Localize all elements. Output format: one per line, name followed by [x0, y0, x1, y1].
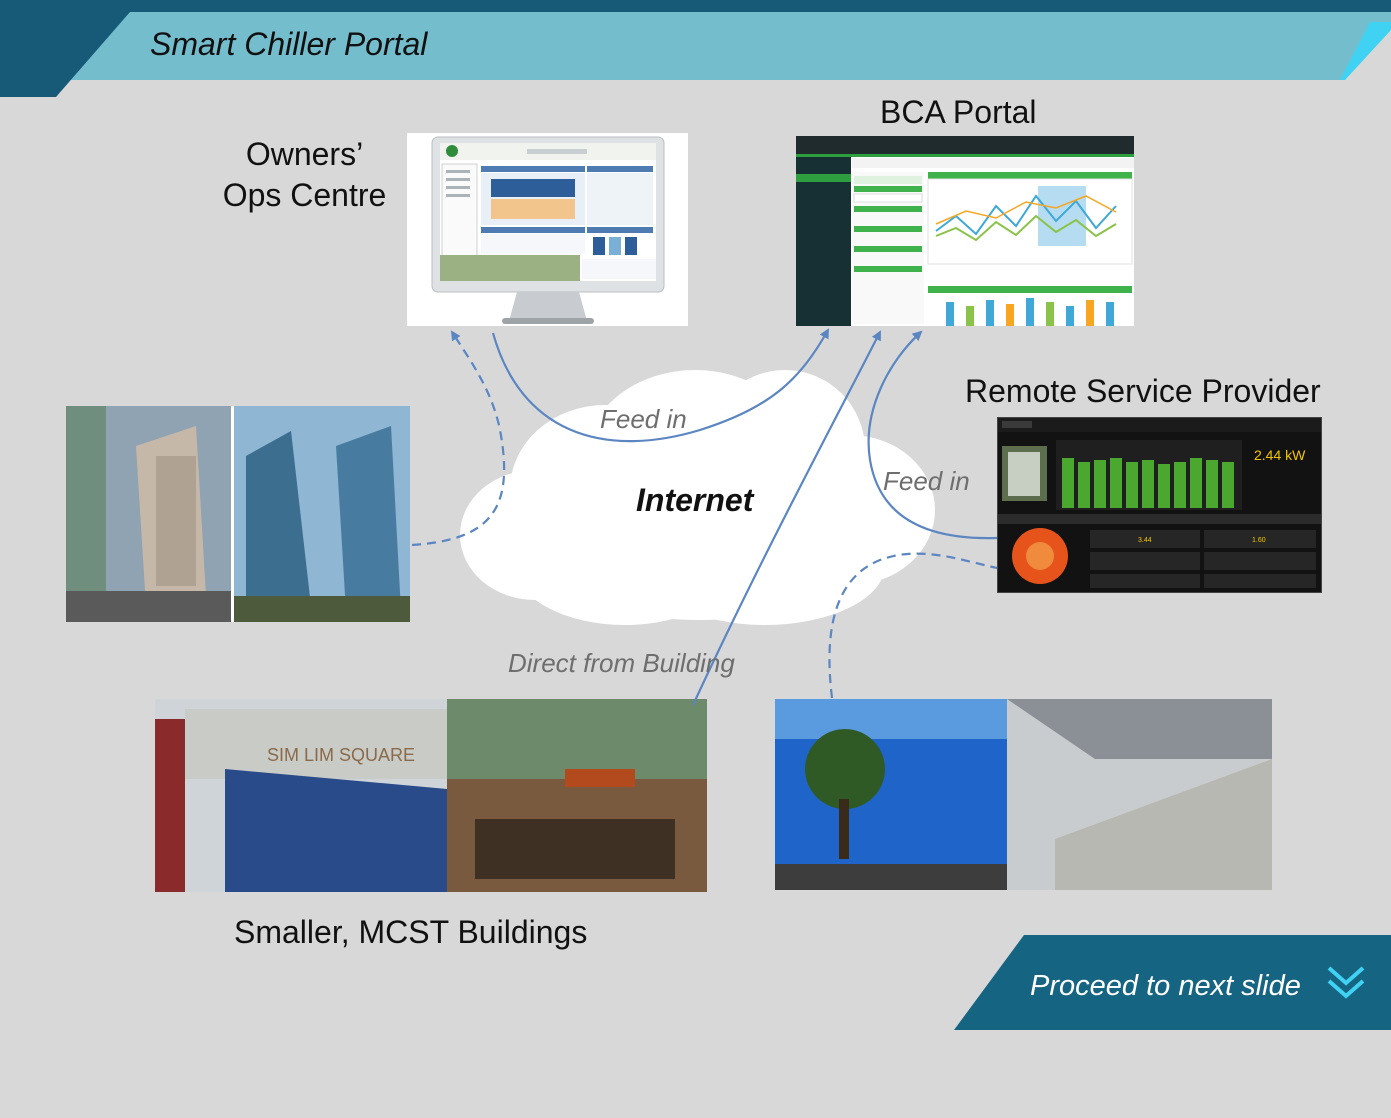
feed-in-label-owners: Feed in — [600, 404, 687, 434]
smaller-mcst-buildings-label: Smaller, MCST Buildings — [234, 914, 588, 950]
glass-facade-icon — [775, 699, 1272, 890]
svg-text:SIM LIM SQUARE: SIM LIM SQUARE — [267, 745, 415, 765]
remote-service-provider-label: Remote Service Provider — [965, 373, 1321, 409]
direct-from-building-label: Direct from Building — [508, 648, 735, 678]
monitor-dashboard-icon — [431, 136, 665, 324]
proceed-next-slide-label[interactable]: Proceed to next slide — [1030, 970, 1301, 1002]
proceed-next-slide-button[interactable] — [954, 935, 1391, 1030]
office-towers-photo — [66, 406, 410, 622]
sim-lim-square-photo: SIM LIM SQUARE — [155, 699, 707, 892]
sim-lim-square-icon: SIM LIM SQUARE — [155, 699, 707, 892]
svg-text:1.60: 1.60 — [1252, 537, 1266, 544]
bca-dashboard-icon — [796, 136, 1134, 326]
next-button-background — [954, 935, 1391, 1030]
energy-dashboard-icon: 2.44 kW 3.44 1.60 — [998, 418, 1321, 588]
ops-centre-monitor-image — [407, 133, 688, 326]
internet-label: Internet — [636, 482, 754, 518]
bca-portal-screenshot — [796, 136, 1134, 326]
remote-provider-dashboard: 2.44 kW 3.44 1.60 — [997, 417, 1322, 593]
double-chevron-down-icon — [1327, 966, 1365, 999]
feed-in-label-remote: Feed in — [883, 466, 970, 496]
header-band — [0, 0, 1391, 97]
owners-ops-centre-label: Owners’ Ops Centre — [222, 136, 387, 213]
svg-text:2.44 kW: 2.44 kW — [1254, 447, 1306, 463]
glass-facade-mall-photo — [775, 699, 1272, 890]
page-title: Smart Chiller Portal — [150, 26, 428, 62]
svg-text:3.44: 3.44 — [1138, 537, 1152, 544]
office-towers-icon — [66, 406, 410, 622]
bca-portal-label: BCA Portal — [880, 94, 1037, 130]
